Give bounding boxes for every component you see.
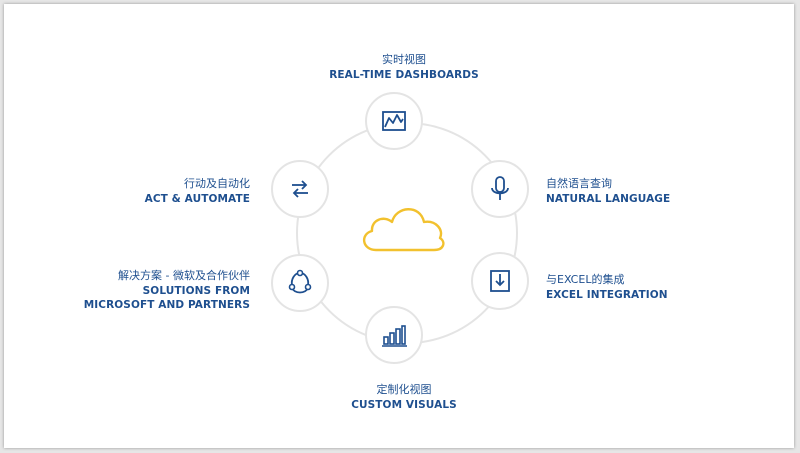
solutions-label: 解决方案 - 微软及合作伙伴 SOLUTIONS FROM MICROSOFT … (64, 268, 250, 312)
automate-node (271, 160, 329, 218)
automate-label: 行动及自动化 ACT & AUTOMATE (90, 176, 250, 206)
solutions-en-line2: MICROSOFT AND PARTNERS (83, 299, 250, 311)
realtime-label: 实时视图 REAL-TIME DASHBOARDS (304, 52, 504, 82)
exchange-arrows-icon (292, 180, 308, 198)
cloud-icon (363, 208, 445, 252)
bar-chart-icon (382, 325, 407, 347)
excel-cn: 与EXCEL的集成 (546, 273, 625, 286)
network-triangle-icon (288, 269, 312, 294)
custom-cn: 定制化视图 (376, 383, 432, 396)
excel-en: EXCEL INTEGRATION (546, 289, 668, 301)
solutions-en-line1: SOLUTIONS FROM (142, 285, 250, 297)
dashboard-chart-icon (382, 111, 406, 131)
natural-node (471, 160, 529, 218)
microphone-icon (491, 176, 509, 200)
natural-cn: 自然语言查询 (546, 177, 612, 190)
slide: 实时视图 REAL-TIME DASHBOARDS 自然语言查询 NATURAL… (4, 4, 794, 448)
custom-node (365, 306, 423, 364)
realtime-cn: 实时视图 (382, 53, 426, 66)
solutions-cn: 解决方案 - 微软及合作伙伴 (118, 269, 250, 282)
excel-label: 与EXCEL的集成 EXCEL INTEGRATION (546, 272, 668, 302)
automate-cn: 行动及自动化 (184, 177, 250, 190)
automate-en: ACT & AUTOMATE (144, 193, 250, 205)
realtime-en: REAL-TIME DASHBOARDS (329, 69, 479, 81)
natural-en: NATURAL LANGUAGE (546, 193, 671, 205)
solutions-node (271, 254, 329, 312)
download-box-icon (490, 270, 510, 292)
natural-label: 自然语言查询 NATURAL LANGUAGE (546, 176, 670, 206)
custom-en: CUSTOM VISUALS (351, 399, 457, 411)
excel-node (471, 252, 529, 310)
realtime-node (365, 92, 423, 150)
custom-label: 定制化视图 CUSTOM VISUALS (304, 382, 504, 412)
